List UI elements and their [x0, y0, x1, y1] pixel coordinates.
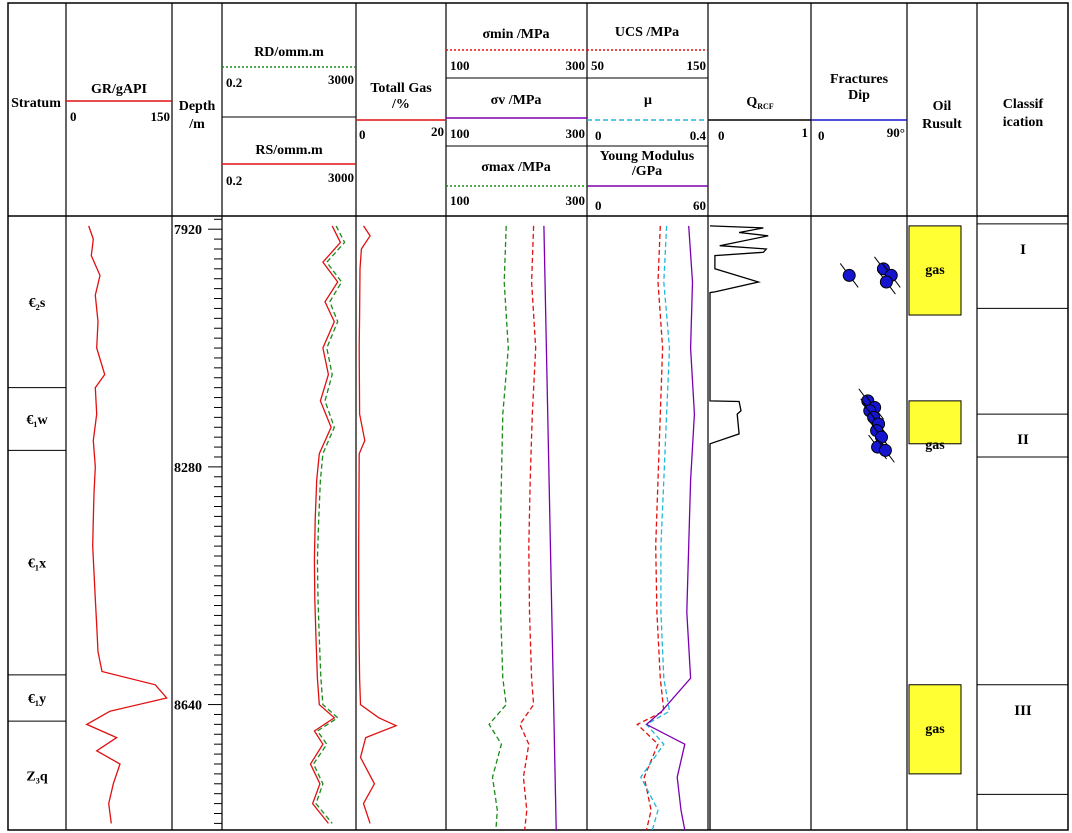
stress-header-2: σmax /MPa: [481, 160, 550, 175]
classification-label: III: [1014, 703, 1032, 719]
young-modulus-header: /GPa: [631, 164, 662, 179]
gr-min-label: 0: [70, 109, 77, 124]
young-modulus-header: Young Modulus: [600, 149, 695, 164]
figure-frame: [7, 2, 1069, 831]
depth-header: /m: [188, 117, 205, 132]
stress-header-1: σv /MPa: [491, 93, 542, 108]
rd-min-label: 0.2: [226, 75, 242, 90]
gas-min-label: 0: [359, 127, 366, 142]
gas-header: /%: [391, 97, 410, 112]
stress-min-label: 100: [450, 193, 470, 208]
fracture-point: [878, 443, 892, 457]
qrcf-max-label: 1: [802, 125, 809, 140]
rd-curve: [312, 225, 346, 824]
result-header: Oil: [933, 99, 952, 114]
mech-curve: [636, 225, 665, 831]
stress-curve-σmax: [488, 225, 509, 831]
stress-min-label: 100: [450, 58, 470, 73]
result-interval-0: [908, 225, 962, 316]
stress-curve-σmin: [519, 225, 537, 831]
qrcf-min-label: 0: [718, 128, 725, 143]
stratum-label: €₁w: [26, 413, 48, 428]
mech-max-label: 60: [693, 198, 706, 213]
fractures-header: Fractures: [830, 72, 889, 87]
gr-header: GR/gAPI: [91, 82, 147, 97]
rs-max-label: 3000: [328, 170, 354, 185]
stress-min-label: 100: [450, 126, 470, 141]
classification-header: ication: [1003, 115, 1044, 130]
stratum-label: €₁y: [28, 692, 46, 707]
rs-header: RS/omm.m: [255, 143, 323, 158]
mech-min-label: 0: [595, 128, 602, 143]
rs-min-label: 0.2: [226, 173, 242, 188]
result-label: gas: [925, 263, 945, 278]
result-interval-2: [908, 684, 962, 775]
stratum-header: Stratum: [11, 96, 61, 111]
stratum-label: €₁x: [28, 557, 46, 572]
rs-curve: [309, 225, 342, 824]
rd-header: RD/omm.m: [254, 45, 324, 60]
gr-curve: [85, 225, 168, 824]
classification-label: I: [1020, 242, 1026, 258]
stratum-label: Z₃q: [26, 770, 48, 785]
qrcf-header: QRCF: [746, 95, 773, 111]
result-label: gas: [925, 438, 945, 453]
stress-curve-σv: [543, 225, 557, 831]
stress-max-label: 300: [566, 126, 586, 141]
result-label: gas: [925, 722, 945, 737]
ucs-header: UCS /MPa: [615, 25, 679, 40]
stratum-label: €₂s: [29, 296, 46, 311]
result-header: Rusult: [922, 117, 962, 132]
depth-tick-label: 8280: [174, 461, 202, 476]
mech-min-label: 0: [595, 198, 602, 213]
fractures-min-label: 0: [818, 128, 825, 143]
depth-header: Depth: [179, 99, 216, 114]
qrcf-header-subscript: RCF: [757, 102, 774, 111]
gas-header: Totall Gas: [370, 81, 432, 96]
fracture-point: [842, 268, 856, 282]
gas-curve: [358, 225, 398, 824]
mech-max-label: 0.4: [690, 128, 707, 143]
mech-max-label: 150: [687, 58, 707, 73]
fractures-header: Dip: [848, 88, 870, 103]
gas-max-label: 20: [431, 124, 444, 139]
stress-max-label: 300: [566, 58, 586, 73]
stress-max-label: 300: [566, 193, 586, 208]
classification-label: II: [1017, 432, 1029, 448]
gr-max-label: 150: [151, 109, 171, 124]
classification-header: Classif: [1003, 97, 1044, 112]
mech-min-label: 50: [591, 58, 604, 73]
qrcf-curve: [709, 225, 769, 830]
depth-tick-label: 7920: [174, 223, 202, 238]
fracture-point: [879, 275, 893, 289]
depth-tick-label: 8640: [174, 699, 202, 714]
mu-header: μ: [644, 93, 652, 108]
mech-curve: [645, 225, 696, 831]
result-interval-1: [908, 400, 962, 445]
stress-header-0: σmin /MPa: [482, 27, 549, 42]
rd-max-label: 3000: [328, 72, 354, 87]
fractures-max-label: 90°: [887, 125, 905, 140]
mech-curve: [640, 225, 671, 831]
